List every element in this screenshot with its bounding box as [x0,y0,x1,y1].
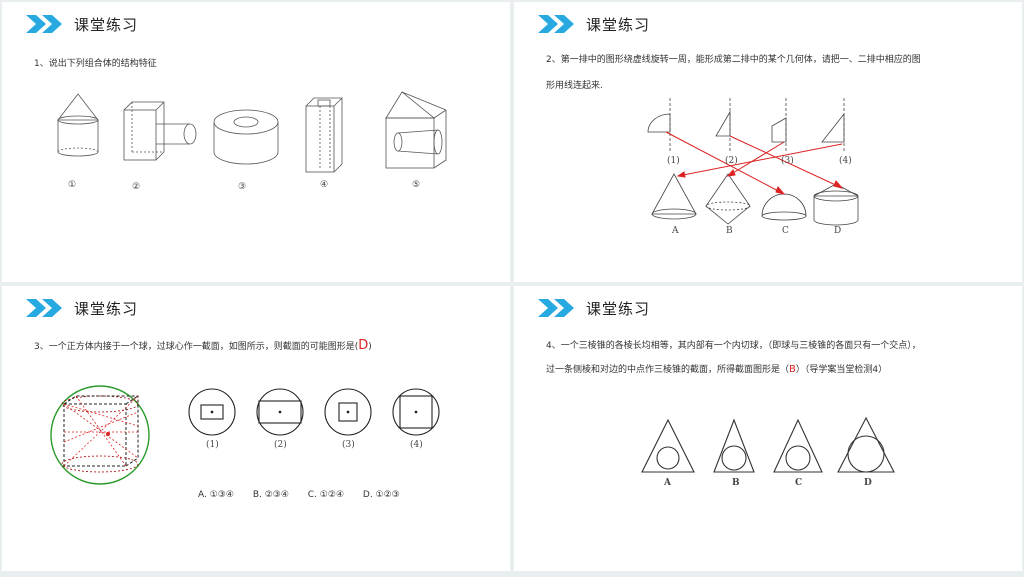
answer-text: D [358,338,369,353]
question-3-text: 3、一个正方体内接于一个球，过球心作一截面，如图所示，则截面的可能图形是( [34,342,359,352]
bottom-shape-label: A [672,226,679,236]
panel-header: 课堂练习 [538,12,650,36]
slide-panel-3: 课堂练习 3、一个正方体内接于一个球，过球心作一截面，如图所示，则截面的可能图形… [2,286,510,571]
question-3-suffix: ) [368,342,372,352]
top-shape-label: (2) [725,156,738,166]
question-2-line2: 形用线连起来. [546,81,603,91]
option-d: D. ①②③ [362,490,400,500]
option-b: B. ②③④ [252,490,289,500]
sphere-cube-figure [50,385,150,485]
panel-title: 课堂练习 [586,299,651,318]
question-2-line1: 2、第一排中的图形绕虚线旋转一周，能形成第二排中的某个几何体，请把一、二排中相应… [546,55,921,65]
cross-section-options-figure [188,388,440,436]
panel-header: 课堂练习 [26,296,138,320]
double-chevron-icon [26,299,62,317]
top-shape-label: (3) [781,156,794,166]
double-chevron-icon [538,299,574,317]
slide-panel-4: 课堂练习 4、一个三棱锥的各棱长均相等，其内部有一个内切球，（即球与三棱锥的各面… [514,286,1022,571]
answer-text: B [789,364,796,375]
option-figure-label: (1) [206,440,219,450]
option-figure-label: (2) [274,440,287,450]
figure-label: ② [132,182,141,192]
slide-panel-1: 课堂练习 1、说出下列组合体的结构特征 ① ② ③ [2,2,510,282]
double-chevron-icon [26,15,62,33]
question-4-line1: 4、一个三棱锥的各棱长均相等，其内部有一个内切球，（即球与三棱锥的各面只有一个交… [546,341,921,351]
option-figure-label: C [795,478,803,488]
figure-label: ① [68,180,77,190]
panel-header: 课堂练习 [26,12,138,36]
panel-title: 课堂练习 [586,15,651,34]
tetrahedron-section-figure [641,416,895,473]
bottom-shape-label: B [726,226,733,236]
slide-panel-2: 课堂练习 2、第一排中的图形绕虚线旋转一周，能形成第二排中的某个几何体，请把一、… [514,2,1022,282]
option-a: A. ①③④ [198,490,234,500]
figure-label: ④ [320,180,329,190]
bottom-shape-label: C [782,226,789,236]
question-3: 3、一个正方体内接于一个球，过球心作一截面，如图所示，则截面的可能图形是(D) [34,334,372,359]
option-c: C. ①②④ [307,490,345,500]
top-shape-label: (4) [839,156,852,166]
question-4-text: 过一条侧棱和对边的中点作三棱锥的截面，所得截面图形是（ [546,365,790,375]
question-1: 1、说出下列组合体的结构特征 [34,59,157,69]
option-figure-label: (3) [342,440,355,450]
question-4-line2: 过一条侧棱和对边的中点作三棱锥的截面，所得截面图形是（B）（导学案当堂检测4） [546,358,887,382]
option-figure-label: A [664,478,671,488]
answer-options: A. ①③④ B. ②③④ C. ①②④ D. ①②③ [198,490,416,500]
option-figure-label: B [732,478,740,488]
top-shape-label: (1) [667,156,680,166]
composite-solids-figure [57,91,447,173]
option-figure-label: (4) [410,440,423,450]
figure-label: ⑤ [412,180,421,190]
rotation-matching-figure [647,98,859,226]
panel-title: 课堂练习 [74,15,139,34]
figure-label: ③ [238,182,247,192]
panel-header: 课堂练习 [538,296,650,320]
panel-title: 课堂练习 [74,299,139,318]
question-4-suffix: ）（导学案当堂检测4） [795,365,888,375]
bottom-shape-label: D [834,226,842,236]
double-chevron-icon [538,15,574,33]
option-figure-label: D [864,478,872,488]
